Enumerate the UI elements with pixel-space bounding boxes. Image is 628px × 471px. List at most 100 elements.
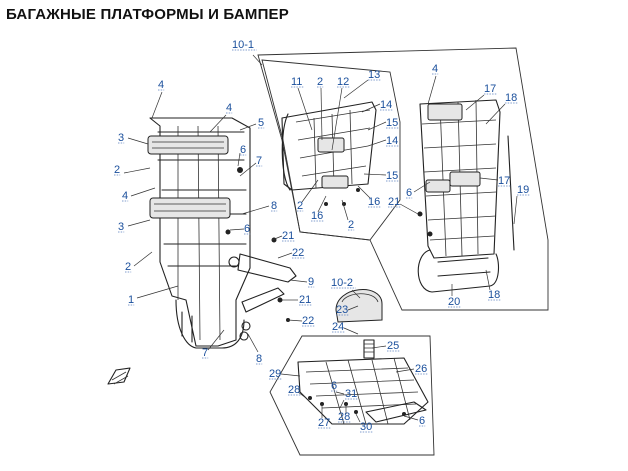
callout-20: 20 [448,284,461,308]
callout-label: 14 [386,135,398,147]
callout-17-a: 17 [465,83,497,111]
clip-hardware-drawing [107,367,131,385]
callout-label: 2 [297,200,303,212]
callout-label: 24 [332,321,344,333]
callout-label: 8 [256,353,262,365]
callout-label: 1 [128,294,134,306]
leader-line [297,391,307,399]
leader-line [252,54,263,66]
callout-label: 16 [368,196,380,208]
callout-label: 7 [256,155,262,167]
callout-label: 2 [317,76,323,88]
callout-30: 30 [355,413,373,433]
callout-23: 23 [336,304,359,316]
callout-17-b: 17 [479,175,511,187]
callout-label: 23 [336,304,348,316]
callout-6-d: 6 [331,380,345,395]
callout-3-b: 3 [118,219,151,233]
callout-29: 29 [269,368,301,380]
leader-line [343,79,369,99]
callout-2-b: 2 [125,251,153,273]
callout-label: 2 [348,219,354,231]
callout-7-b: 7 [202,329,225,359]
leader-line [395,368,415,373]
callout-19: 19 [513,184,530,225]
leader-line [133,251,153,267]
leader-line [347,305,359,311]
rear-rack-kit-panel [257,47,549,311]
callout-22-b: 22 [287,315,315,327]
callout-22-a: 22 [277,247,305,259]
leader-line [485,103,506,125]
leader-line [427,75,437,105]
callout-label: 6 [406,187,412,199]
callout-label: 11 [291,76,302,88]
callout-label: 4 [158,79,164,91]
callout-4-b: 4 [209,102,233,133]
callout-label: 14 [380,99,392,111]
leader-line [331,87,343,151]
callout-label: 5 [258,117,264,129]
callout-14-b: 14 [367,135,399,147]
callout-label: 20 [448,296,460,308]
callout-label: 4 [432,63,438,75]
leader-line [485,269,491,291]
left-bumper-assembly [147,117,297,349]
callout-label: 22 [292,247,304,259]
callout-4-c: 4 [122,187,156,202]
top-rack-assembly [297,289,429,425]
front-rack-kit-panel [261,59,401,241]
leader-line [247,333,259,353]
callout-label: 19 [517,184,529,196]
leader-line [367,121,387,131]
leader-line [355,413,361,423]
callout-label: 26 [415,363,427,375]
callout-25: 25 [371,340,400,352]
callout-26: 26 [395,363,428,375]
callout-label: 3 [118,132,124,144]
leader-line [363,173,387,176]
callout-label: 4 [122,190,128,202]
callout-6-e: 6 [403,415,426,427]
callout-label: 29 [269,368,281,380]
callout-label: 15 [386,117,398,129]
callout-label: 16 [311,210,323,222]
leader-line [320,87,323,141]
rear-rack-assembly [417,99,515,293]
leader-line [357,185,371,199]
callout-31: 31 [339,388,358,409]
leader-line [123,167,151,174]
callout-21-b: 21 [282,294,312,306]
leader-line [209,114,227,133]
callout-label: 6 [244,223,250,235]
leader-line [371,345,387,349]
leader-line [351,289,361,299]
callout-28-b: 28 [338,404,351,423]
callout-16-b: 16 [357,185,381,208]
callout-5: 5 [239,117,265,131]
callout-label: 2 [125,261,131,273]
leader-line [317,195,327,213]
callout-label: 21 [282,230,294,242]
callout-1: 1 [128,285,179,306]
callout-label: 17 [484,83,496,95]
callout-4-a: 4 [151,79,165,119]
callout-9: 9 [289,276,315,288]
callout-label: 25 [387,340,399,352]
callout-6-b: 6 [229,223,251,235]
leader-line [151,91,163,119]
callout-label: 6 [419,415,425,427]
callout-2-a: 2 [114,164,151,176]
top-rack-kit-panel [269,335,435,456]
callout-21-a: 21 [271,230,295,242]
leader-line [241,205,270,215]
leader-line [127,137,149,145]
leader-line [335,391,345,395]
callout-14-a: 14 [361,99,393,113]
callout-18-b: 18 [485,269,501,301]
callout-label: 18 [488,289,500,301]
leader-line [239,123,257,131]
callout-label: 7 [202,347,208,359]
callout-4-d: 4 [427,63,439,105]
